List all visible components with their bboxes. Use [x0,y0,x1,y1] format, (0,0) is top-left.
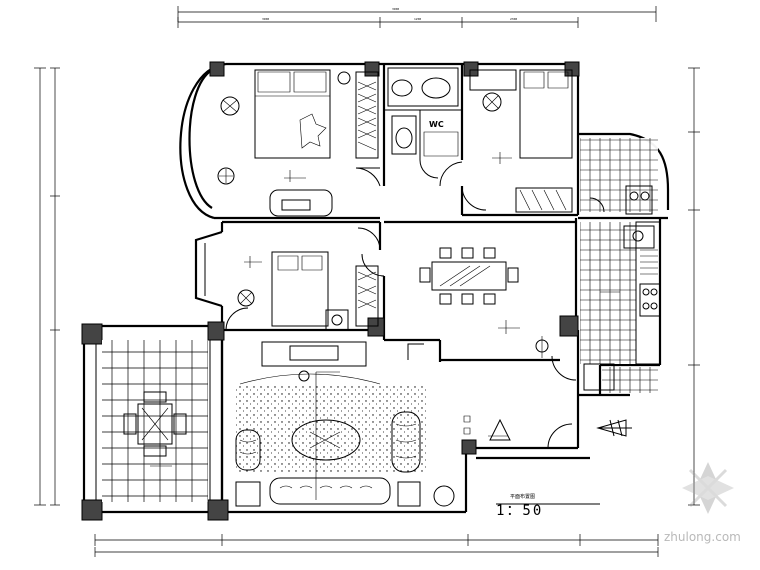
kitchen [584,186,660,390]
watermark-logo-icon [682,462,734,514]
structural-columns [82,62,579,520]
living-room [236,342,572,506]
right-bedroom [462,70,572,212]
svg-text:3900: 3900 [392,7,399,11]
scale-underline: 平面布置图 [496,493,600,504]
svg-text:1200: 1200 [414,17,421,21]
watermark-text: zhulong.com [664,530,741,544]
scale-label: 1：50 [496,503,544,519]
svg-text:3900: 3900 [262,17,269,21]
dining-area [408,248,576,380]
master-bedroom [218,70,380,216]
north-arrow-icon [598,420,632,436]
second-bedroom [226,228,384,330]
bathroom [388,68,462,186]
left-balcony [124,392,186,466]
svg-text:平面布置图: 平面布置图 [510,493,535,500]
dimension-lines: 3900 3900 1200 2300 [34,6,700,557]
tile-floors [102,138,658,502]
svg-text:2300: 2300 [510,17,517,21]
wc-room-label: WC [429,120,444,129]
